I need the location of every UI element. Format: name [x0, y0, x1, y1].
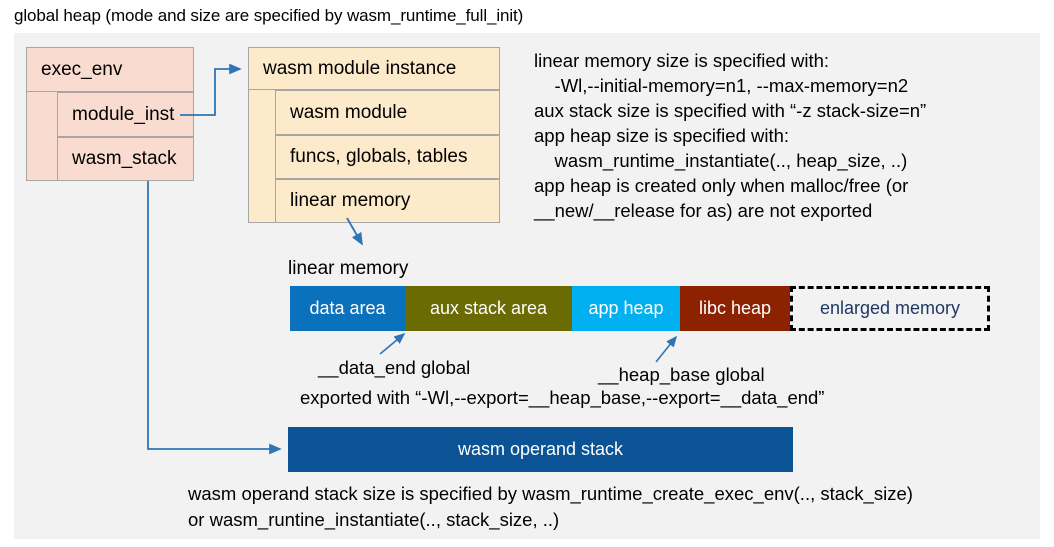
wasm-module-instance-title: wasm module instance — [248, 47, 500, 90]
memory-segment-libc-heap: libc heap — [680, 286, 790, 331]
memory-segment-app-heap: app heap — [572, 286, 680, 331]
annotation-exported-with: exported with “-Wl,--export=__heap_base,… — [300, 387, 825, 408]
memory-segment-aux-stack-area: aux stack area — [405, 286, 572, 331]
wmi-field-linear-memory: linear memory — [275, 179, 500, 223]
page-title: global heap (mode and size are specified… — [14, 6, 524, 25]
exec-env-title: exec_env — [26, 47, 194, 92]
wmi-field-funcs-globals-tables: funcs, globals, tables — [275, 135, 500, 179]
exec-env-field-module-inst: module_inst — [57, 92, 194, 137]
linear-memory-notes: linear memory size is specified with: -W… — [534, 50, 927, 221]
exec-env-field-wasm-stack: wasm_stack — [57, 137, 194, 181]
memory-segment-data-area: data area — [290, 286, 405, 331]
wmi-field-wasm-module: wasm module — [275, 90, 500, 135]
annotation-data-end-global: __data_end global — [318, 357, 471, 378]
memory-segment-enlarged-memory: enlarged memory — [790, 286, 990, 331]
linear-memory-caption: linear memory — [288, 258, 409, 279]
annotation-heap-base-global: __heap_base global — [598, 364, 765, 385]
wasm-operand-stack-notes: wasm operand stack size is specified by … — [188, 483, 913, 530]
linear-memory-bar: data area aux stack area app heap libc h… — [290, 286, 990, 331]
wasm-operand-stack-box: wasm operand stack — [288, 427, 793, 472]
